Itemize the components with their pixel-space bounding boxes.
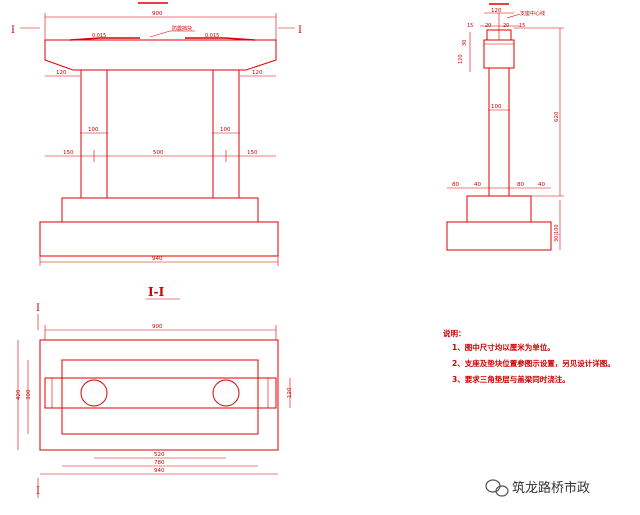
column-right	[212, 69, 240, 199]
plan-dim-left-outer: 420	[16, 389, 22, 400]
section-mark-left: I	[11, 25, 15, 36]
column-left	[80, 69, 108, 199]
side-dim-d: 15	[519, 23, 525, 29]
side-dim-c: 20	[503, 23, 509, 29]
dim-mid-center: 500	[153, 150, 164, 156]
side-dim-base-r2: 40	[538, 182, 545, 188]
plan-view: I-I I I 900 420 300 120 520 780	[16, 285, 293, 498]
notes-item-3: 3、要求三角垫层与盖梁同时浇注。	[452, 374, 570, 384]
side-dim-col: 100	[491, 104, 502, 110]
plan-footing-outer	[39, 339, 279, 451]
section-mark-right: I	[298, 25, 302, 36]
plan-dim-b2: 780	[154, 460, 165, 466]
plan-dim-left-inner: 300	[26, 389, 32, 400]
plan-column-left	[80, 379, 108, 407]
watermark: 筑龙路桥市政	[485, 479, 590, 497]
elevation-view: I I 900 0.015 0.015 防震挡块 120 120 100 100	[11, 2, 302, 266]
dim-col-right: 100	[220, 127, 231, 133]
plan-dim-b3: 940	[154, 468, 165, 474]
dim-total-bottom: 940	[152, 256, 163, 262]
side-column	[488, 67, 510, 197]
side-dim-base-l1: 80	[452, 182, 459, 188]
dim-mid-right: 150	[247, 150, 258, 156]
dim-col-left: 100	[88, 127, 99, 133]
wechat-icon	[485, 479, 509, 497]
dim-cap-left: 120	[56, 70, 67, 76]
dim-total-top: 900	[152, 11, 163, 17]
notes-heading: 说明：	[443, 328, 466, 338]
notes-item-1: 1、图中尺寸均以厘米为单位。	[452, 342, 555, 352]
cap-beam	[44, 39, 277, 71]
side-footing-upper	[466, 195, 532, 223]
watermark-text: 筑龙路桥市政	[512, 480, 590, 496]
side-dim-base-r1: 80	[517, 182, 524, 188]
footing-upper	[61, 197, 259, 223]
side-dim-base-l2: 40	[474, 182, 481, 188]
slope-right: 0.015	[205, 33, 219, 39]
plan-dim-top: 900	[152, 324, 163, 330]
callout-top: 防震挡块	[172, 25, 192, 32]
plan-dim-b1: 520	[154, 452, 165, 458]
plan-footing-inner	[61, 359, 259, 435]
slope-left: 0.015	[92, 33, 106, 39]
side-view: 120 支座中心线 15 20 20 15 30 120 100 620 80 …	[446, 3, 564, 251]
dim-cap-right: 120	[252, 70, 263, 76]
side-dim-left-cap: 120	[458, 54, 464, 64]
side-dim-a: 15	[467, 23, 473, 29]
plan-column-right	[212, 379, 240, 407]
side-dim-right-total: 620	[554, 111, 560, 122]
side-callout-top: 支座中心线	[520, 10, 545, 17]
plan-section-mark-top: I	[36, 303, 40, 314]
dim-mid-left: 150	[63, 150, 74, 156]
notes-block: 说明： 1、图中尺寸均以厘米为单位。 2、支座及垫块位置参图示设置，另见设计详图…	[443, 328, 615, 384]
side-dim-right-base: 30|100	[554, 224, 560, 242]
side-dim-left-small: 30	[462, 40, 468, 46]
plan-title: I-I	[148, 285, 165, 299]
notes-item-2: 2、支座及垫块位置参图示设置，另见设计详图。	[452, 358, 615, 368]
side-footing-lower	[446, 221, 552, 251]
plan-dim-right: 120	[287, 387, 293, 398]
footing-lower	[39, 221, 279, 257]
plan-cap-beam	[44, 377, 277, 409]
side-dim-top: 120	[491, 8, 502, 14]
side-dim-b: 20	[485, 23, 491, 29]
